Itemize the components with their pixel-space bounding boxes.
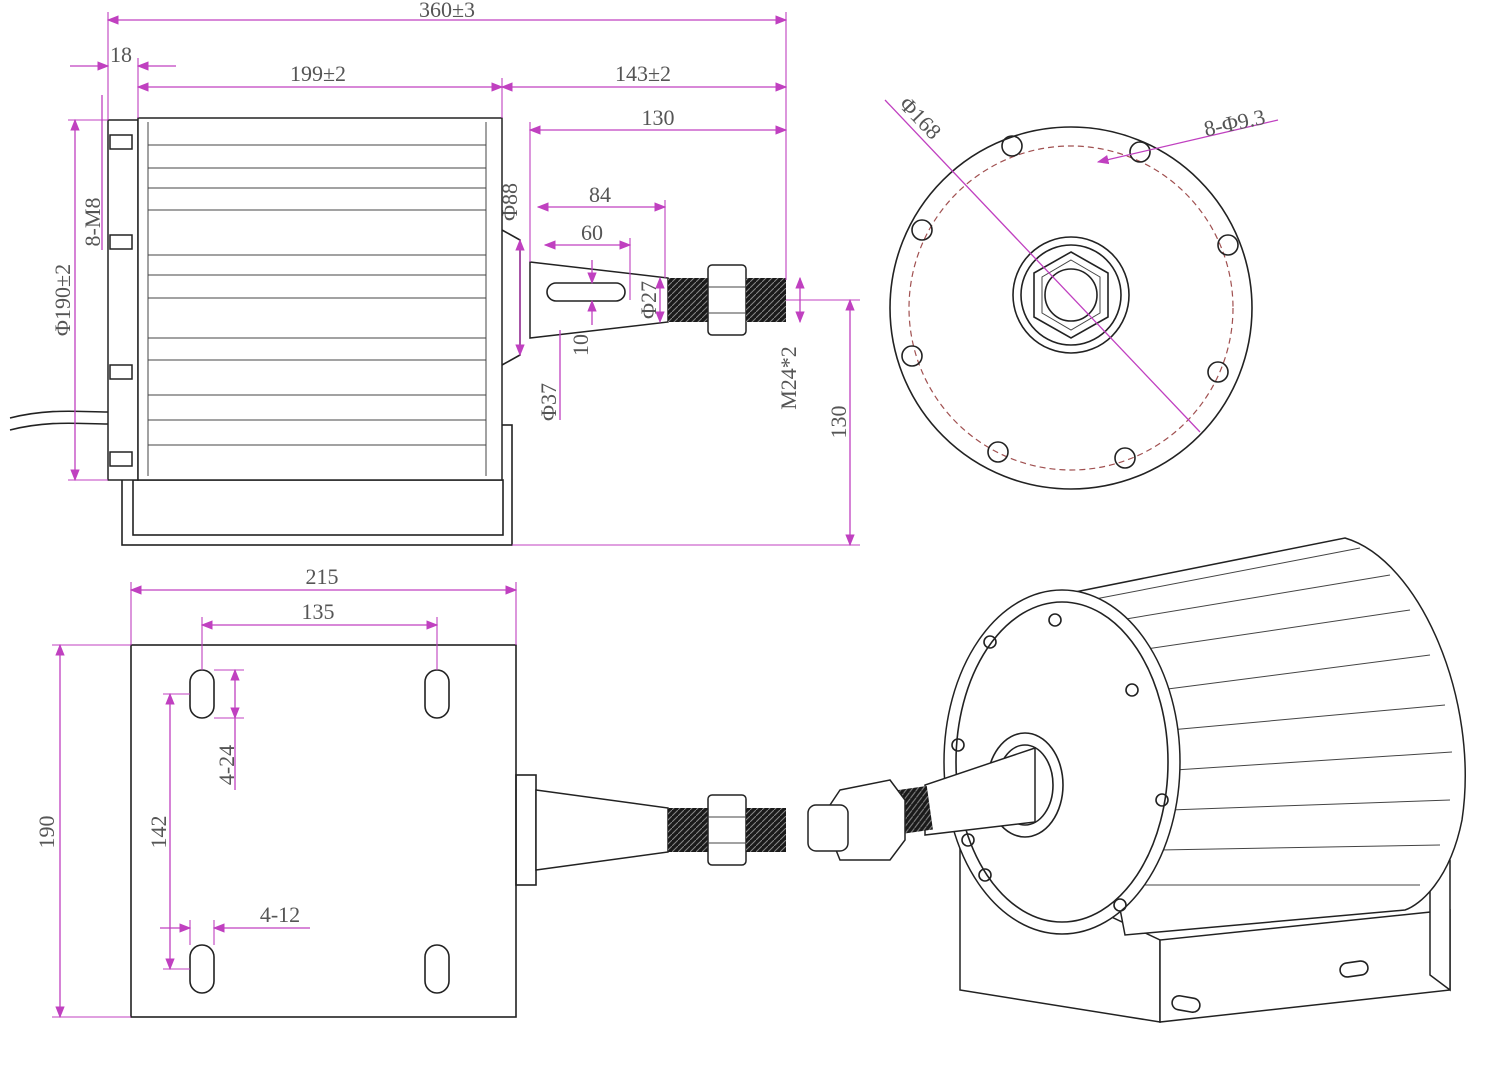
dim-slot-width: 4-12 bbox=[260, 902, 300, 927]
side-cable bbox=[9, 410, 109, 419]
iso-body-fins bbox=[1089, 547, 1453, 886]
side-keyway bbox=[546, 282, 626, 302]
dim-taper-outer: 84 bbox=[589, 182, 611, 207]
dim-slot-size: 4-24 bbox=[214, 745, 239, 785]
dim-body-diameter: Φ190±2 bbox=[50, 264, 75, 336]
dim-center-height: 130 bbox=[826, 406, 851, 439]
iso-front-face bbox=[943, 589, 1181, 935]
side-flange-bolts bbox=[109, 134, 133, 467]
dim-taper-inner: 60 bbox=[581, 220, 603, 245]
end-shaft bbox=[1044, 268, 1098, 322]
dim-overall-length: 360±3 bbox=[419, 0, 475, 22]
side-boss bbox=[501, 229, 521, 366]
side-thread-left bbox=[668, 278, 708, 322]
dim-boss-diameter: Φ88 bbox=[497, 183, 522, 221]
dim-holes: 8-Φ9.3 bbox=[1202, 104, 1268, 141]
base-view: 215 135 190 142 4-24 4-12 bbox=[34, 564, 786, 1019]
base-thread-right bbox=[746, 808, 786, 852]
dim-shaft-to-thread: 130 bbox=[642, 105, 675, 130]
iso-thread-tip bbox=[807, 804, 849, 852]
end-bolt-holes bbox=[901, 135, 1239, 469]
dim-hole-spacing-y: 142 bbox=[146, 816, 171, 849]
dim-shaft-diameter: Φ27 bbox=[636, 281, 661, 319]
side-view: 360±3 18 199±2 143±2 130 84 60 Φ88 Φ27 1… bbox=[9, 0, 860, 547]
dim-thread-spec: M24*2 bbox=[776, 346, 801, 410]
dim-shaft-length: 143±2 bbox=[615, 61, 671, 86]
base-plate bbox=[130, 644, 517, 1018]
end-hex-nut bbox=[1033, 251, 1109, 339]
side-flange bbox=[107, 119, 139, 481]
isometric-view bbox=[807, 537, 1466, 1023]
dim-body-length: 199±2 bbox=[290, 61, 346, 86]
side-base-inner bbox=[132, 479, 504, 536]
end-hub-inner bbox=[1020, 244, 1122, 346]
end-pcd-circle bbox=[908, 145, 1234, 471]
end-hub-outer bbox=[1012, 236, 1130, 354]
dim-hole-spacing-x: 135 bbox=[302, 599, 335, 624]
dim-key-width: 10 bbox=[568, 334, 593, 356]
iso-face-bolts bbox=[951, 613, 1169, 912]
base-thread-left bbox=[668, 808, 708, 852]
dim-hub-diameter: Φ37 bbox=[536, 383, 561, 421]
dim-flange-thickness: 18 bbox=[110, 42, 132, 67]
side-body-fins bbox=[147, 122, 487, 476]
base-nut bbox=[707, 794, 747, 866]
side-body bbox=[137, 117, 503, 481]
end-view: Φ168 8-Φ9.3 bbox=[884, 91, 1279, 490]
side-thread-right bbox=[746, 278, 786, 322]
side-nut bbox=[707, 264, 747, 336]
dim-base-depth: 190 bbox=[34, 816, 59, 849]
dim-flange-bolts: 8-M8 bbox=[80, 198, 105, 247]
dim-base-width: 215 bbox=[306, 564, 339, 589]
end-outer-circle bbox=[889, 126, 1253, 490]
base-boss bbox=[515, 774, 537, 886]
base-taper-shaft bbox=[535, 789, 669, 871]
iso-shaft bbox=[924, 746, 1036, 836]
end-pcd-leader bbox=[884, 99, 1201, 433]
